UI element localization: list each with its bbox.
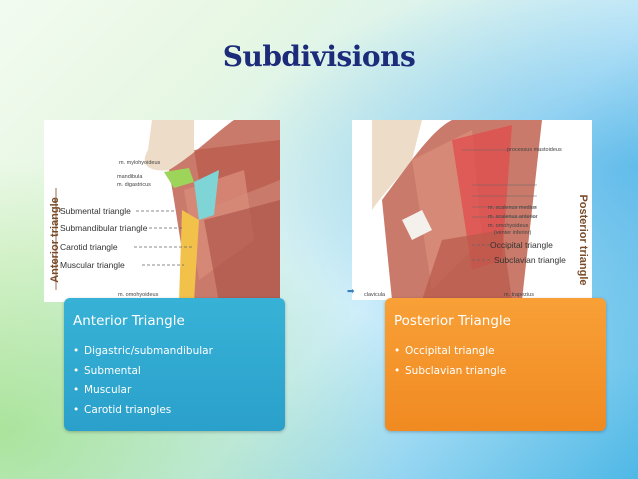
label-omohyoideus: m. omohyoideus xyxy=(118,292,159,298)
label-submental: Submental triangle xyxy=(60,206,131,216)
posterior-panel-title: Posterior Triangle xyxy=(394,313,511,329)
list-item: Carotid triangles xyxy=(73,401,213,421)
list-item: Digastric/submandibular xyxy=(73,342,213,362)
label-processus-mastoideus: processus mastoideus xyxy=(507,147,562,153)
label-mandibula: mandibula xyxy=(117,174,143,180)
label-occipital: Occipital triangle xyxy=(490,240,553,250)
anterior-triangle-panel: Anterior Triangle Digastric/submandibula… xyxy=(64,298,285,431)
anterior-side-label: Anterior triangle xyxy=(49,197,61,283)
list-item: Submental xyxy=(73,362,213,382)
list-item: Muscular xyxy=(73,381,213,401)
posterior-triangle-panel: Posterior Triangle Occipital triangle Su… xyxy=(385,298,606,431)
label-omohyoideus-post: m. omohyoideus xyxy=(488,223,529,229)
list-item: Occipital triangle xyxy=(394,342,506,362)
label-venter-inferior: (venter inferior) xyxy=(494,230,532,236)
posterior-triangle-illustration: Posterior triangle Occipital triangle Su… xyxy=(352,120,592,300)
anterior-list: Digastric/submandibular Submental Muscul… xyxy=(73,342,213,420)
label-mylohyoideus: m. mylohyoideus xyxy=(119,160,161,166)
arrow-icon: ➡ xyxy=(347,287,355,297)
neck-anterior-drawing xyxy=(55,120,280,302)
label-trapezius: m. trapezius xyxy=(504,292,534,298)
label-muscular: Muscular triangle xyxy=(60,260,125,270)
list-item: Subclavian triangle xyxy=(394,362,506,382)
label-clavicula: clavicula xyxy=(364,292,386,298)
posterior-list: Occipital triangle Subclavian triangle xyxy=(394,342,506,381)
label-carotid: Carotid triangle xyxy=(60,242,118,252)
neck-posterior-drawing xyxy=(372,120,542,300)
anterior-triangle-illustration: Anterior triangle Submental triangle Sub… xyxy=(44,120,280,302)
label-digastricus: m. digastricus xyxy=(117,182,151,188)
posterior-side-label: Posterior triangle xyxy=(577,194,589,286)
anterior-panel-title: Anterior Triangle xyxy=(73,313,185,329)
slide-title: Subdivisions xyxy=(222,40,416,73)
label-scalenus-medius: m. scalenus medius xyxy=(488,205,537,211)
label-submandibular: Submandibular triangle xyxy=(60,223,148,233)
label-subclavian: Subclavian triangle xyxy=(494,255,566,265)
label-scalenus-anterior: m. scalenus anterior xyxy=(488,214,538,220)
